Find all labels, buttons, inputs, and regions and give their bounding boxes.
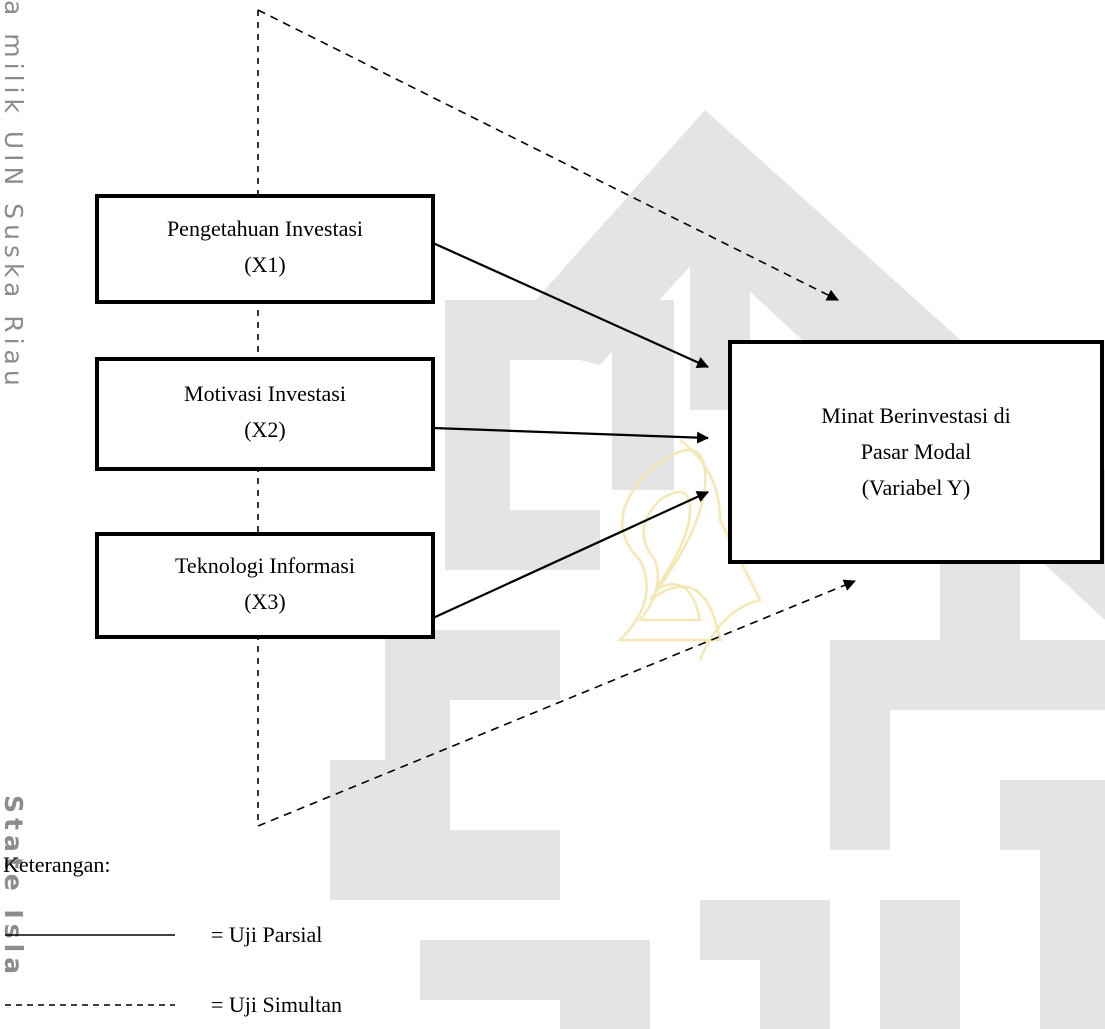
watermark-side-text-bottom: State Isla: [0, 795, 28, 980]
box-x3-label: Teknologi Informasi (X3): [97, 548, 433, 620]
simultaneous-arrow-top: [257, 9, 839, 301]
legend-solid-label: = Uji Parsial: [211, 922, 323, 947]
box-x1-line1: Pengetahuan Investasi: [166, 216, 364, 241]
box-x2-line2: (X2): [244, 417, 286, 442]
box-y-line3: (Variabel Y): [861, 475, 971, 500]
box-y-line2: Pasar Modal: [860, 439, 972, 464]
partial-arrow-x3: [432, 490, 709, 620]
partial-arrow-x1: [432, 241, 709, 369]
legend-title: Keterangan:: [3, 852, 111, 877]
box-x3: [95, 532, 435, 639]
box-x3-line1: Teknologi Informasi: [175, 553, 355, 578]
partial-arrow-x2: [432, 426, 709, 444]
box-y: [728, 340, 1104, 564]
box-x1: [95, 194, 435, 304]
simultaneous-arrow-bottom: [257, 579, 856, 827]
box-y-label: Minat Berinvestasi di Pasar Modal (Varia…: [730, 398, 1102, 506]
box-y-line1: Minat Berinvestasi di: [821, 403, 1011, 428]
watermark-side-text-top: a milik UIN Suska Riau: [0, 0, 28, 391]
legend-dashed-label: = Uji Simultan: [211, 992, 342, 1017]
box-x2: [95, 357, 435, 471]
box-x1-label: Pengetahuan Investasi (X1): [97, 211, 433, 283]
box-x2-label: Motivasi Investasi (X2): [97, 376, 433, 448]
box-x3-line2: (X3): [244, 589, 286, 614]
box-x2-line1: Motivasi Investasi: [184, 381, 346, 406]
box-x1-line2: (X1): [244, 252, 286, 277]
